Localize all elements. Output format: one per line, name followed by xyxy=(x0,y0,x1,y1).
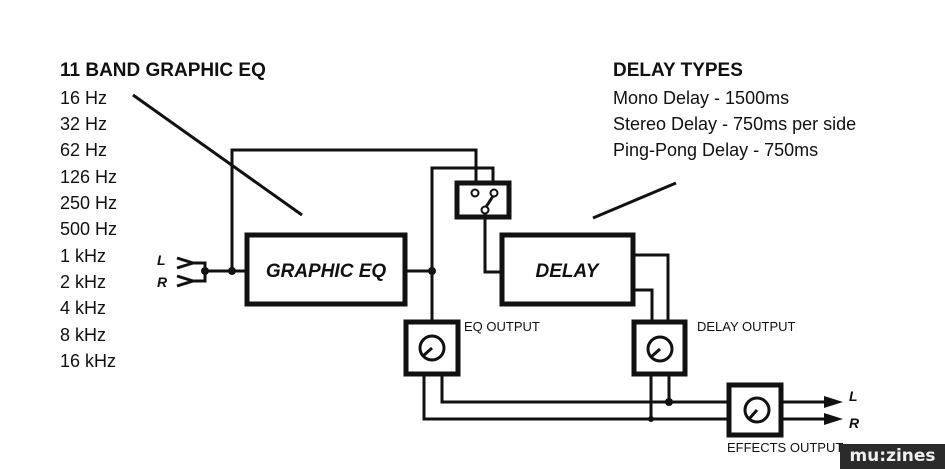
input-right-label: R xyxy=(157,274,168,290)
delay-bus-wires xyxy=(649,374,671,419)
eq-leader-line xyxy=(132,93,303,217)
delay-type: Stereo Delay - 750ms per side xyxy=(613,114,856,134)
delay-types-title: DELAY TYPES xyxy=(613,60,743,81)
dry-bypass-wire xyxy=(230,148,478,271)
junction-dot xyxy=(648,416,654,422)
eq-bands-title: 11 BAND GRAPHIC EQ xyxy=(60,60,266,81)
eq-band: 126 Hz xyxy=(60,167,117,187)
eq-band: 32 Hz xyxy=(60,114,107,134)
muzines-logo: mu:zines xyxy=(840,444,945,469)
output-left-label: L xyxy=(849,388,858,404)
eq-band: 16 kHz xyxy=(60,351,116,371)
output-right-label: R xyxy=(849,415,860,431)
mix-bus-wires xyxy=(422,374,728,421)
graphic-eq-block xyxy=(244,232,408,307)
eq-band: 1 kHz xyxy=(60,246,106,266)
input-jack-icon xyxy=(176,256,207,288)
eq-band: 4 kHz xyxy=(60,298,106,318)
eq-band: 250 Hz xyxy=(60,193,117,213)
eq-band: 2 kHz xyxy=(60,272,106,292)
junction-dot xyxy=(201,267,209,275)
delay-out-wires xyxy=(633,253,670,321)
delay-block xyxy=(499,232,636,307)
delay-output-label: DELAY OUTPUT xyxy=(697,319,796,334)
effects-output-label: EFFECTS OUTPUT xyxy=(727,440,843,455)
delay-output-knob-box xyxy=(631,319,688,377)
eq-output-knob-icon[interactable] xyxy=(418,334,446,362)
delay-leader-line xyxy=(592,181,677,220)
effects-output-knob-icon[interactable] xyxy=(743,396,771,424)
eq-band-list: 16 Hz 32 Hz 62 Hz 126 Hz 250 Hz 500 Hz 1… xyxy=(60,88,117,371)
delay-label: DELAY xyxy=(536,261,601,282)
switch-lever xyxy=(484,195,495,208)
switch-contact xyxy=(470,188,480,198)
eq-band: 16 Hz xyxy=(60,88,107,108)
junction-dot xyxy=(665,398,673,406)
switch-contact xyxy=(489,188,499,198)
eq-band: 500 Hz xyxy=(60,219,117,239)
eq-band: 8 kHz xyxy=(60,325,106,345)
switch-contact xyxy=(480,205,490,215)
delay-output-knob-icon[interactable] xyxy=(646,335,674,363)
delay-type: Mono Delay - 1500ms xyxy=(613,88,789,108)
delay-type: Ping-Pong Delay - 750ms xyxy=(613,140,818,160)
eq-band: 62 Hz xyxy=(60,140,107,160)
graphic-eq-label: GRAPHIC EQ xyxy=(266,261,387,282)
switch-to-delay-wire xyxy=(483,214,501,274)
output-arrow-icon xyxy=(824,396,843,425)
input-left-label: L xyxy=(157,252,166,268)
eq-output-knob-box xyxy=(403,319,461,377)
eq-output-label: EQ OUTPUT xyxy=(464,319,540,334)
